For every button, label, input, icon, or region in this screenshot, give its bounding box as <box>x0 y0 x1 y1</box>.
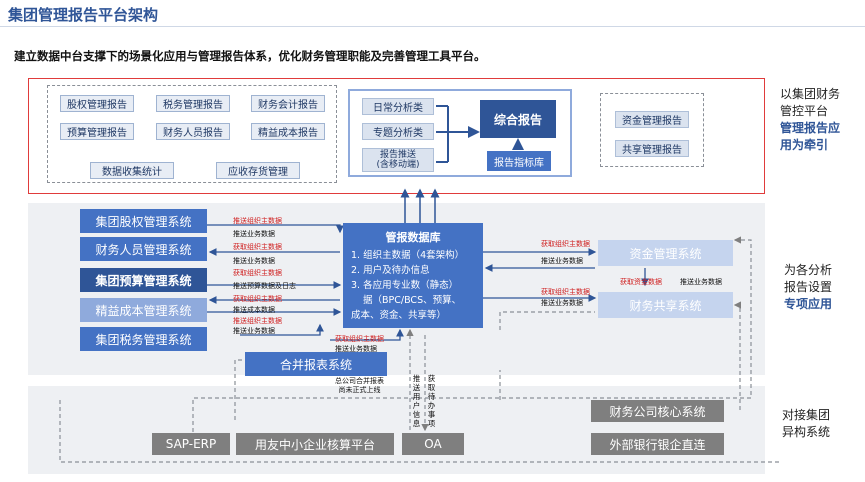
system-cost[interactable]: 精益成本管理系统 <box>80 298 207 322</box>
right-label-top: 以集团财务 管控平台 管理报告应 用为牵引 <box>780 87 841 152</box>
database-item: 据（BPC/BCS、预算、 <box>363 295 462 306</box>
report-tag-equity[interactable]: 股权管理报告 <box>60 95 134 112</box>
system-equity[interactable]: 集团股权管理系统 <box>80 209 207 233</box>
flow-get-org-3: 获取组织主数据 <box>233 295 282 303</box>
flow-push-biz-5: 推送业务数据 <box>541 257 583 265</box>
system-sap-erp[interactable]: SAP-ERP <box>152 433 230 455</box>
right-label-middle: 为各分析 报告设置 专项应用 <box>784 263 833 311</box>
flow-get-org-4: 获取组织主数据 <box>335 335 384 343</box>
database-item: 成本、资金、共享等） <box>351 310 447 321</box>
collect-tag-stats[interactable]: 数据收集统计 <box>90 162 174 179</box>
flow-push-org-2: 推送组织主数据 <box>233 317 282 325</box>
report-tag-budget[interactable]: 预算管理报告 <box>60 123 134 140</box>
system-tax[interactable]: 集团税务管理系统 <box>80 327 207 351</box>
database-item: 3. 各应用专业数（静态） <box>351 280 459 291</box>
database-item: 1. 组织主数据（4套架构） <box>351 250 465 261</box>
consolidation-system[interactable]: 合并报表系统 <box>245 352 387 376</box>
database-title: 管报数据库 <box>385 231 441 244</box>
report-tag-cost[interactable]: 精益成本报告 <box>251 123 325 140</box>
flow-push-biz-6: 推送业务数据 <box>680 278 722 286</box>
system-budget[interactable]: 集团预算管理系统 <box>80 268 207 292</box>
report-tag-personnel[interactable]: 财务人员报告 <box>156 123 230 140</box>
report-tag-accounting[interactable]: 财务会计报告 <box>251 95 325 112</box>
system-fund[interactable]: 资金管理系统 <box>598 240 733 266</box>
flow-push-biz-2: 推送业务数据 <box>233 257 275 265</box>
system-oa[interactable]: OA <box>402 433 464 455</box>
flow-push-biz-4: 推送业务数据 <box>335 345 377 353</box>
flow-push-biz-3: 推送业务数据 <box>233 327 275 335</box>
report-indicator-lib[interactable]: 报告指标库 <box>487 151 551 171</box>
flow-get-todo: 获取待办事项 <box>427 374 436 428</box>
mgmt-tag-share[interactable]: 共享管理报告 <box>615 140 689 157</box>
flow-push-biz-1: 推送业务数据 <box>233 230 275 238</box>
report-group-frame <box>47 85 337 183</box>
analysis-daily[interactable]: 日常分析类 <box>362 98 434 115</box>
page-subtitle: 建立数据中台支撑下的场景化应用与管理报告体系，优化财务管理职能及完善管理工具平台… <box>14 49 486 63</box>
title-divider <box>0 26 865 27</box>
database-item: 2. 用户及待办信息 <box>351 265 430 276</box>
analysis-group-frame <box>348 89 572 177</box>
consolidation-note: 总公司合并报表 尚未正式上线 <box>335 377 384 394</box>
mgmt-report-database[interactable]: 管报数据库 1. 组织主数据（4套架构） 2. 用户及待办信息 3. 各应用专业… <box>343 223 483 328</box>
flow-get-org-6: 获取组织主数据 <box>541 288 590 296</box>
flow-get-fund: 获取资金数据 <box>620 278 662 286</box>
system-finance-core[interactable]: 财务公司核心系统 <box>591 400 724 422</box>
flow-push-budget-log: 推送预算数据及日志 <box>233 282 296 290</box>
report-tag-tax[interactable]: 税务管理报告 <box>156 95 230 112</box>
system-bank-direct[interactable]: 外部银行银企直连 <box>591 433 724 455</box>
flow-push-cost: 推送成本数据 <box>233 306 275 314</box>
page-title: 集团管理报告平台架构 <box>8 6 159 24</box>
mgmt-report-group-frame <box>600 93 704 167</box>
system-share[interactable]: 财务共享系统 <box>598 292 733 318</box>
mgmt-tag-fund[interactable]: 资金管理报告 <box>615 111 689 128</box>
flow-get-org-2: 获取组织主数据 <box>233 269 282 277</box>
analysis-push[interactable]: 报告推送 (含移动端) <box>362 148 434 172</box>
comprehensive-report[interactable]: 综合报告 <box>480 100 556 138</box>
system-yonyou[interactable]: 用友中小企业核算平台 <box>236 433 394 455</box>
system-personnel[interactable]: 财务人员管理系统 <box>80 237 207 261</box>
flow-get-org-5: 获取组织主数据 <box>541 240 590 248</box>
flow-get-org-1: 获取组织主数据 <box>233 243 282 251</box>
flow-push-org-1: 推送组织主数据 <box>233 217 282 225</box>
collect-tag-receivable[interactable]: 应收存货管理 <box>216 162 300 179</box>
right-label-bottom: 对接集团 异构系统 <box>782 408 831 439</box>
flow-push-users: 推送用户信息 <box>412 374 421 428</box>
analysis-topic[interactable]: 专题分析类 <box>362 123 434 140</box>
flow-push-biz-7: 推送业务数据 <box>541 299 583 307</box>
